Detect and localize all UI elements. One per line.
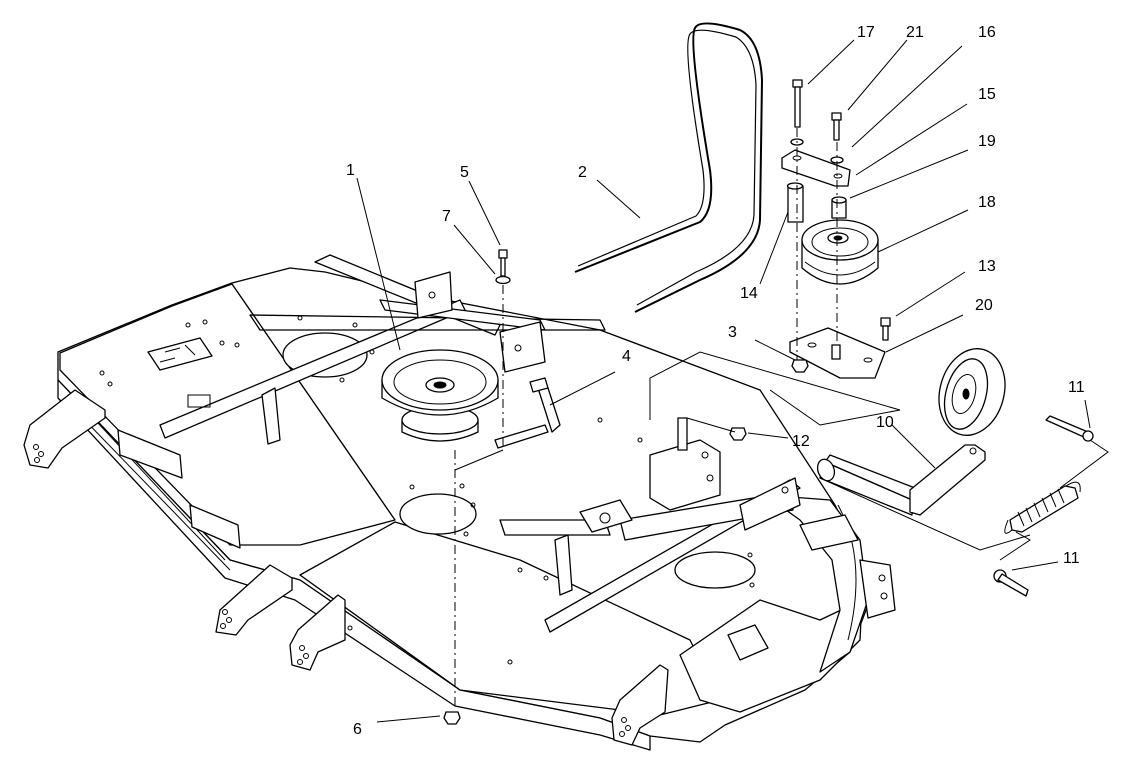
callout-10: 10 [876, 414, 894, 431]
callout-20: 20 [975, 297, 993, 314]
callout-18: 18 [978, 194, 996, 211]
callout-4: 4 [622, 348, 631, 365]
bolt-11-upper [1045, 415, 1094, 442]
v-belt [574, 22, 763, 313]
callout-1: 1 [346, 162, 355, 179]
mower-deck [57, 254, 896, 751]
nut-3 [791, 359, 809, 373]
callout-6: 6 [353, 721, 362, 738]
callout-11-lower: 11 [1063, 550, 1080, 567]
callout-5: 5 [460, 164, 469, 181]
callout-19: 19 [978, 133, 996, 150]
callout-13: 13 [978, 258, 996, 275]
assembly-lines [454, 128, 1109, 710]
bolt-21 [831, 112, 842, 141]
drive-pulley [381, 349, 499, 442]
callout-12: 12 [792, 433, 810, 450]
callout-17: 17 [857, 24, 875, 41]
callout-15: 15 [978, 86, 996, 103]
callout-16: 16 [978, 24, 996, 41]
nut-6 [443, 711, 461, 725]
bolt-5 [498, 249, 508, 277]
idler-arm-15 [781, 149, 851, 187]
callout-7: 7 [442, 208, 451, 225]
nut-12 [729, 427, 747, 441]
leader-lines [356, 39, 1091, 723]
bracket-left-rear [23, 389, 106, 469]
bushing-19 [831, 196, 847, 219]
bracket-center-front [289, 594, 346, 671]
washer-7 [495, 275, 511, 285]
bolt-13 [880, 317, 891, 341]
idler-pulley-18 [801, 219, 879, 285]
bolt-11-lower [993, 569, 1029, 597]
idler-wheel [938, 348, 1006, 436]
callout-3: 3 [728, 324, 737, 341]
callout-11-upper: 11 [1068, 379, 1085, 396]
spacer-14 [786, 182, 804, 223]
spring [1004, 481, 1081, 534]
callout-14: 14 [740, 285, 758, 302]
bracket-right-front [611, 664, 669, 746]
callout-labels: 1 2 3 4 5 6 7 10 11 11 12 13 14 15 16 17… [346, 24, 1085, 738]
bracket-left-front [215, 564, 293, 636]
callout-21: 21 [906, 24, 924, 41]
callout-2: 2 [578, 164, 587, 181]
caster-brackets [23, 389, 669, 746]
tension-rod-4 [494, 377, 561, 449]
idler-arm-10 [816, 444, 986, 516]
bolt-17 [792, 79, 803, 128]
deck-holes [99, 315, 755, 665]
idler-bracket-20 [789, 327, 886, 379]
